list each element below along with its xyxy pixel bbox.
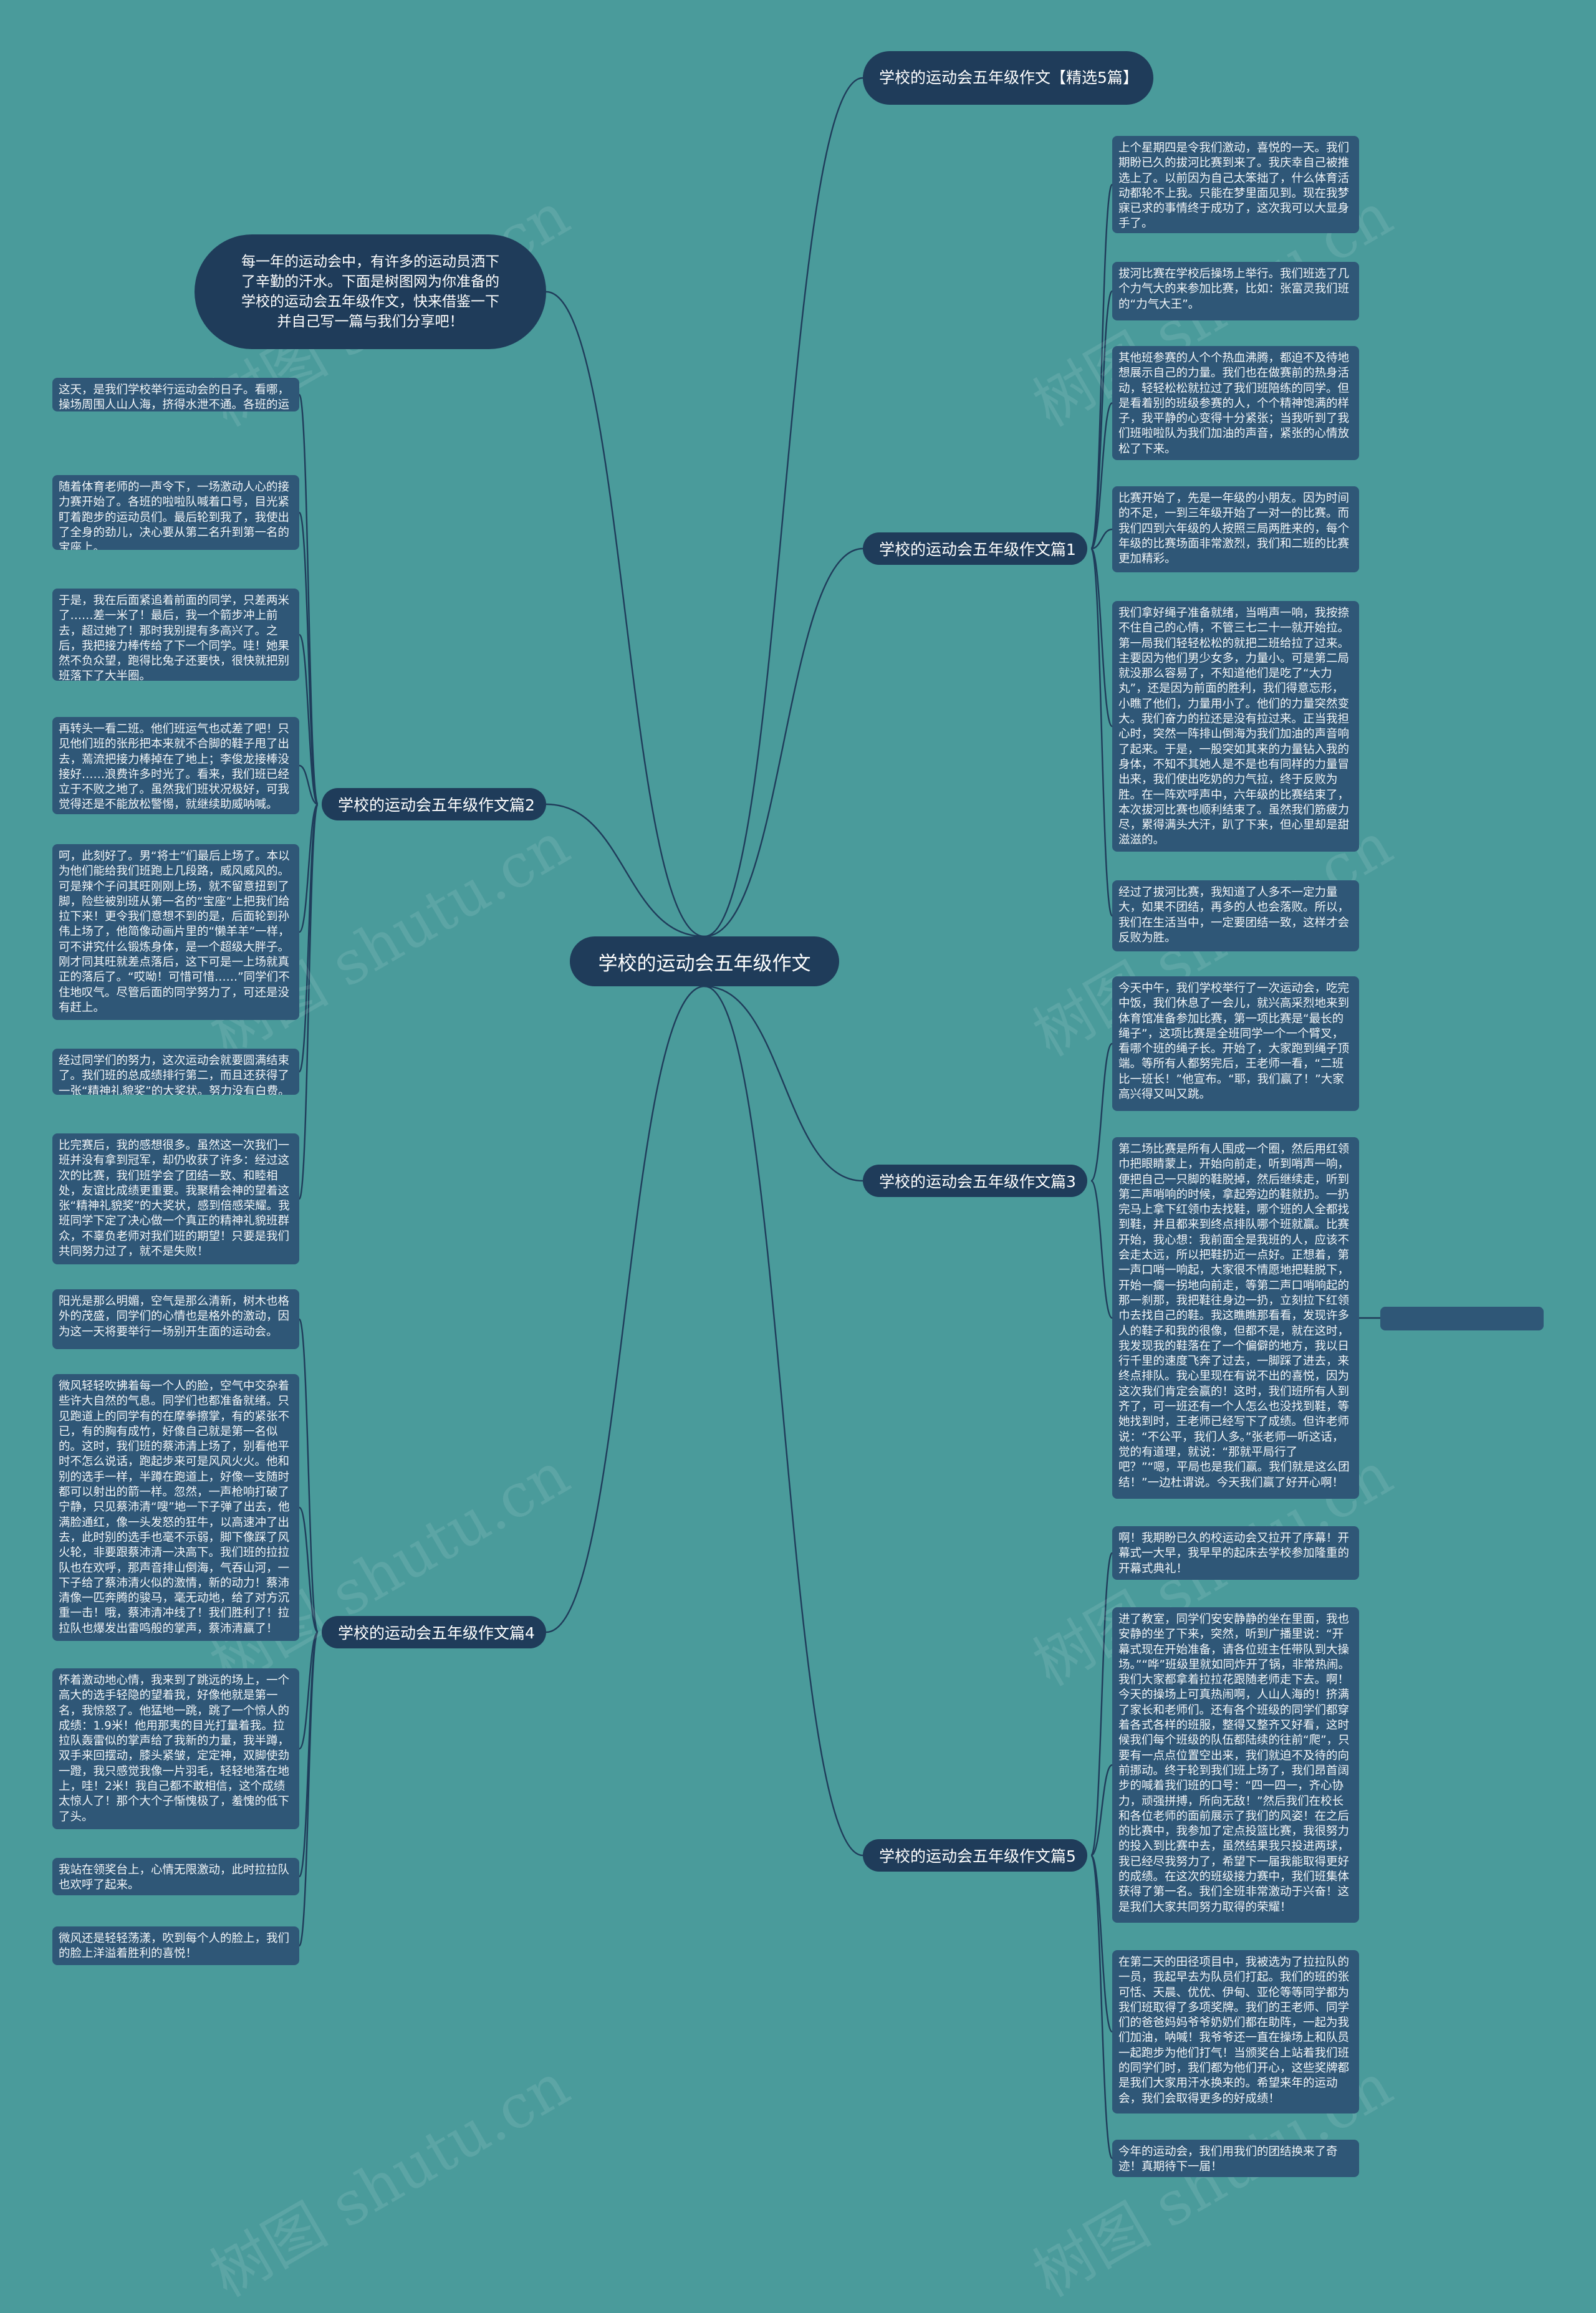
connector-b1-3 (1090, 402, 1113, 550)
connector-b5-3 (1090, 1854, 1113, 2033)
sub-leaf-node-b3[interactable] (1380, 1307, 1544, 1330)
connector-b4-5 (298, 1631, 319, 1947)
connector-center-summary (704, 77, 863, 938)
leaf-node-b1-2[interactable]: 拔河比赛在学校后操场上举行。我们班选了几个力气大的来参加比赛，比如：张富灵我们班… (1112, 262, 1359, 320)
connector-b4-4 (298, 1631, 319, 1878)
branch-node-1[interactable]: 学校的运动会五年级作文篇1 (863, 532, 1087, 565)
connector-b3-2 (1090, 1180, 1113, 1319)
branch-node-2[interactable]: 学校的运动会五年级作文篇2 (322, 788, 546, 820)
leaf-node-b2-4[interactable]: 再转头一看二班。他们班运气也忒差了吧！只见他们班的张彤把本来就不合脚的鞋子甩了出… (52, 717, 299, 814)
connector-b2-1 (298, 393, 319, 805)
connector-lines (298, 77, 1380, 2160)
leaf-node-b2-5[interactable]: 呵，此刻好了。男“将士”们最后上场了。本以为他们能给我们班跑上几段路，威风威风的… (52, 844, 299, 1020)
connector-b4-1 (298, 1318, 319, 1633)
leaf-node-b5-1[interactable]: 啊！我期盼已久的校运动会又拉开了序幕！开幕式一大早，我早早的起床去学校参加隆重的… (1112, 1526, 1359, 1580)
leaf-node-b4-4[interactable]: 我站在领奖台上，心情无限激动，此时拉拉队也欢呼了起来。 (52, 1858, 299, 1895)
leaf-node-b1-6[interactable]: 经过了拔河比赛，我知道了人多不一定力量大，如果不团结，再多的人也会落败。所以，我… (1112, 880, 1359, 951)
connector-b2-2 (298, 511, 319, 805)
leaf-node-b2-6[interactable]: 经过同学们的努力，这次运动会就要圆满结束了。我们班的总成绩排行第二，而且还获得了… (52, 1049, 299, 1095)
connector-b2-7 (298, 803, 319, 1200)
mind-map-canvas: 树图 shutu.cn 树图 shutu.cn 树图 shutu.cn 树图 s… (52, 51, 1544, 2311)
connector-b1-5 (1090, 547, 1113, 728)
leaf-node-b4-3[interactable]: 怀着激动地心情，我来到了跳远的场上，一个高大的选手轻隐的望着我，好像他就是第一名… (52, 1668, 299, 1829)
connector-b4-2 (298, 1506, 319, 1633)
connector-b4-3 (298, 1631, 319, 1750)
branch-node-3[interactable]: 学校的运动会五年级作文篇3 (863, 1165, 1087, 1197)
leaf-node-b2-7[interactable]: 比完赛后，我的感想很多。虽然这一次我们一班并没有拿到冠军，却仍收获了许多：经过这… (52, 1133, 299, 1264)
connector-center-b1 (704, 547, 863, 938)
connector-center-b4 (546, 985, 705, 1633)
leaf-node-b5-3[interactable]: 在第二天的田径项目中，我被选为了拉拉队的一员，我起早去为队员们打起。我们的班的张… (1112, 1950, 1359, 2113)
connector-b2-4 (299, 764, 319, 805)
branch-node-summary[interactable]: 学校的运动会五年级作文【精选5篇】 (863, 51, 1153, 105)
leaf-node-b1-3[interactable]: 其他班参赛的人个个热血沸腾，都迫不及待地想展示自己的力量。我们也在做赛前的热身活… (1112, 346, 1359, 460)
leaf-node-b2-3[interactable]: 于是，我在后面紧追着前面的同学，只差两米了……差一米了！最后，我一个箭步冲上前去… (52, 589, 299, 681)
leaf-node-b3-2[interactable]: 第二场比赛是所有人围成一个圈，然后用红领巾把眼睛蒙上，开始向前走，听到哨声一响，… (1112, 1137, 1359, 1499)
connector-center-b2 (546, 803, 705, 938)
connector-center-b5 (704, 985, 863, 1857)
connector-center-b3 (704, 985, 863, 1182)
leaf-node-b3-1[interactable]: 今天中午，我们学校举行了一次运动会，吃完中饭，我们休息了一会儿，就兴高采烈地来到… (1112, 976, 1359, 1111)
connector-b1-6 (1090, 547, 1113, 917)
branch-node-5[interactable]: 学校的运动会五年级作文篇5 (863, 1839, 1087, 1872)
leaf-node-b4-1[interactable]: 阳光是那么明媚，空气是那么清新，树木也格外的茂盛，同学们的心情也是格外的激动，因… (52, 1289, 299, 1349)
connector-b1-2 (1090, 290, 1113, 550)
connector-b1-1 (1090, 183, 1113, 550)
connector-b5-2 (1090, 1764, 1113, 1857)
leaf-node-b1-1[interactable]: 上个星期四是令我们激动，喜悦的一天。我们期盼已久的拔河比赛到来了。我庆幸自己被推… (1112, 136, 1359, 233)
leaf-node-b5-4[interactable]: 今年的运动会，我们用我们的团结换来了奇迹！真期待下一届！ (1112, 2140, 1359, 2177)
branch-node-4[interactable]: 学校的运动会五年级作文篇4 (322, 1616, 546, 1648)
leaf-node-b2-1[interactable]: 这天，是我们学校举行运动会的日子。看哪，操场周围人山人海，挤得水泄不通。各班的运… (52, 378, 299, 411)
intro-node[interactable]: 每一年的运动会中，有许多的运动员洒下了辛勤的汗水。下面是树图网为你准备的学校的运… (195, 234, 546, 349)
leaf-node-b5-2[interactable]: 进了教室，同学们安安静静的坐在里面，我也安静的坐了下来，突然，听到广播里说：“开… (1112, 1607, 1359, 1923)
leaf-node-b4-5[interactable]: 微风还是轻轻荡漾，吹到每个人的脸上，我们的脸上洋溢着胜利的喜悦！ (52, 1926, 299, 1965)
connector-b1-4 (1090, 528, 1113, 550)
connector-b2-5 (298, 803, 319, 933)
central-topic[interactable]: 学校的运动会五年级作文 (570, 936, 839, 986)
leaf-node-b2-2[interactable]: 随着体育老师的一声令下，一场激动人心的接力赛开始了。各班的啦啦队喊着口号，目光紧… (52, 475, 299, 550)
connector-b5-4 (1090, 1854, 1113, 2160)
leaf-node-b1-5[interactable]: 我们拿好绳子准备就绪，当哨声一响，我按捺不住自己的心情，不管三七二十一就开始拉。… (1112, 601, 1359, 852)
connector-center-intro (546, 291, 705, 938)
connector-b3-1 (1090, 1042, 1113, 1182)
connector-b5-1 (1090, 1552, 1113, 1857)
leaf-node-b4-2[interactable]: 微风轻轻吹拂着每一个人的脸，空气中交杂着些许大自然的气息。同学们也都准备就绪。只… (52, 1374, 299, 1641)
leaf-node-b1-4[interactable]: 比赛开始了，先是一年级的小朋友。因为时间的不足，一到三年级开始了一对一的比赛。而… (1112, 486, 1359, 572)
intro-text: 每一年的运动会中，有许多的运动员洒下了辛勤的汗水。下面是树图网为你准备的学校的运… (241, 254, 499, 330)
connector-b2-3 (298, 633, 319, 805)
